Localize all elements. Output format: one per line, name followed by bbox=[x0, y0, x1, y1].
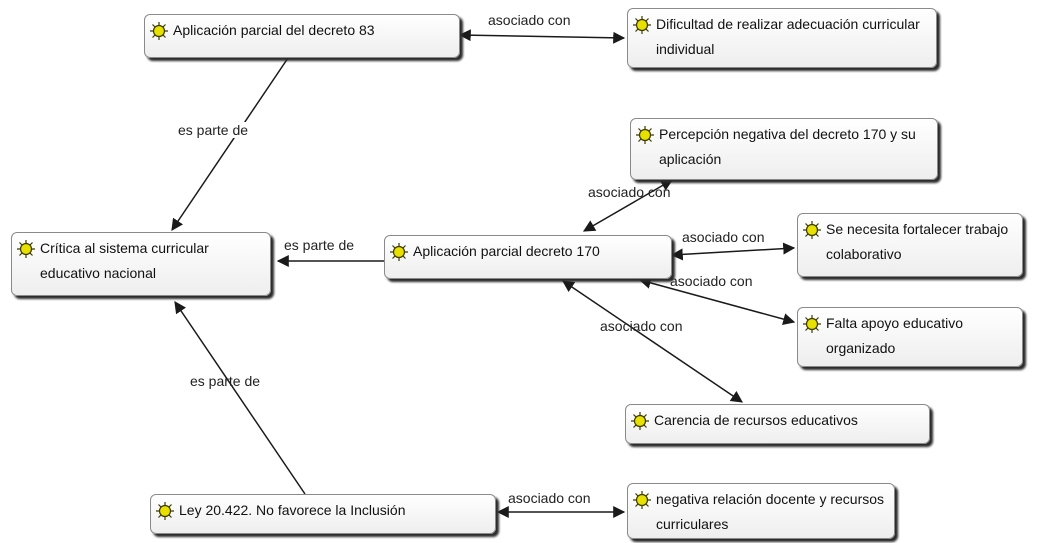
concept-node-percepcion[interactable]: Percepción negativa del decreto 170 y su… bbox=[630, 118, 938, 180]
concept-icon bbox=[150, 22, 168, 40]
concept-icon bbox=[156, 502, 174, 520]
edge-170-fortalecer bbox=[670, 242, 796, 261]
concept-label: Carencia de recursos educativos bbox=[654, 412, 858, 428]
concept-icon bbox=[803, 315, 821, 333]
concept-label: Crítica al sistema curricular educativo … bbox=[40, 240, 209, 281]
concept-label: Se necesita fortalecer trabajo colaborat… bbox=[826, 221, 1009, 262]
concept-node-decreto-83[interactable]: Aplicación parcial del decreto 83 bbox=[144, 14, 460, 58]
concept-icon bbox=[803, 221, 821, 239]
concept-label: Percepción negativa del decreto 170 y su… bbox=[659, 126, 916, 167]
concept-node-fortalecer[interactable]: Se necesita fortalecer trabajo colaborat… bbox=[797, 213, 1023, 277]
concept-node-critica[interactable]: Crítica al sistema curricular educativo … bbox=[11, 232, 271, 296]
concept-label: Falta apoyo educativo organizado bbox=[826, 315, 963, 356]
concept-label: Aplicación parcial del decreto 83 bbox=[173, 22, 375, 38]
edge-label-170-fortalecer: asociado con bbox=[680, 229, 767, 245]
edge-83-critica bbox=[171, 57, 289, 231]
concept-label: Dificultad de realizar adecuación curric… bbox=[656, 16, 920, 57]
concept-node-ley-20422[interactable]: Ley 20.422. No favorece la Inclusión bbox=[150, 494, 496, 534]
edge-170-percepcion bbox=[582, 179, 674, 232]
edge-83-dificultad bbox=[458, 29, 626, 44]
edge-170-carencia bbox=[562, 280, 743, 403]
concept-icon bbox=[636, 126, 654, 144]
concept-icon bbox=[17, 240, 35, 258]
concept-label: Aplicación parcial decreto 170 bbox=[413, 243, 600, 259]
edge-label-170-critica: es parte de bbox=[282, 237, 357, 253]
edge-label-ley-negativa: asociado con bbox=[506, 490, 593, 506]
concept-label: Ley 20.422. No favorece la Inclusión bbox=[179, 502, 406, 518]
concept-icon bbox=[390, 243, 408, 261]
concept-node-carencia[interactable]: Carencia de recursos educativos bbox=[625, 404, 930, 444]
concept-node-falta-apoyo[interactable]: Falta apoyo educativo organizado bbox=[797, 307, 1023, 367]
concept-icon bbox=[633, 491, 651, 509]
edge-label-83-critica: es parte de bbox=[176, 122, 251, 138]
concept-node-dificultad[interactable]: Dificultad de realizar adecuación curric… bbox=[627, 8, 937, 68]
concept-node-decreto-170[interactable]: Aplicación parcial decreto 170 bbox=[384, 235, 672, 279]
concept-node-negativa-relacion[interactable]: negativa relación docente y recursos cur… bbox=[627, 483, 895, 539]
concept-icon bbox=[633, 16, 651, 34]
edge-label-ley-critica: es parte de bbox=[190, 373, 261, 389]
edge-ley-critica bbox=[174, 301, 306, 495]
edge-label-170-carencia: asociado con bbox=[600, 318, 683, 334]
edge-label-170-falta: asociado con bbox=[670, 273, 753, 289]
concept-icon bbox=[631, 412, 649, 430]
concept-label: negativa relación docente y recursos cur… bbox=[656, 491, 885, 532]
edge-label-170-percepcion: asociado con bbox=[588, 184, 671, 200]
edge-label-83-dificultad: asociado con bbox=[486, 12, 573, 28]
